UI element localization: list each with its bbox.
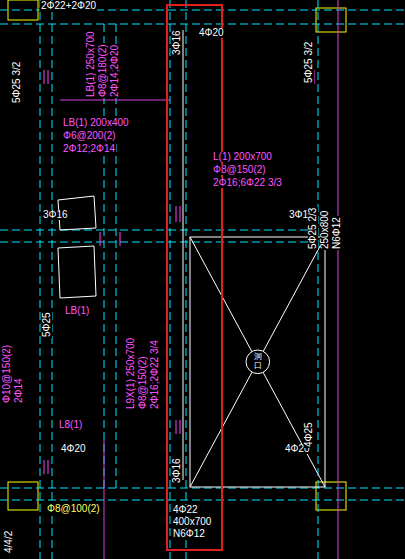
- rebar-annotation: 3Φ16: [172, 29, 182, 56]
- rebar-annotation: LB(1): [64, 306, 90, 316]
- rebar-annotation: Φ8@100(2): [46, 504, 101, 514]
- rebar-annotation: 4Φ25: [304, 421, 314, 448]
- rebar-annotation: 5Φ25 3/2: [304, 41, 314, 84]
- column: [8, 0, 346, 510]
- rebar-annotation: Φ8@180(2): [98, 43, 108, 98]
- rebar-annotation: 2Φ16;2Φ22 3/4: [150, 339, 160, 410]
- rebar-annotation: Φ8@150(2): [138, 355, 148, 410]
- rebar-annotation: 250x800: [320, 210, 330, 250]
- rebar-annotation: 2Φ14: [14, 377, 24, 404]
- rebar-annotation: 4Φ22: [172, 505, 199, 515]
- rebar-annotation: L(1) 200x700: [212, 152, 273, 162]
- highlight-frame: [167, 5, 222, 550]
- rebar-annotation: 5Φ25 3/2: [12, 61, 22, 104]
- rebar-annotation: 400x700: [172, 517, 212, 527]
- rebar-annotation: N6Φ12: [172, 529, 206, 539]
- rebar-annotation: 5Φ25 2/3: [308, 207, 318, 250]
- rebar-annotation: 2Φ22+2Φ20: [40, 1, 97, 11]
- rebar-annotation: 4/4/2: [4, 530, 14, 554]
- rebar-annotation: 5Φ25: [42, 311, 52, 338]
- opening: [58, 30, 325, 487]
- rebar-annotation: 2Φ16;6Φ22 3/3: [212, 178, 283, 188]
- rebar-annotation: Φ10@150(2): [2, 344, 12, 404]
- rebar-annotation: 2Φ14;2Φ20: [110, 44, 120, 98]
- rebar-annotation: LB(1) 250x700: [86, 30, 96, 98]
- rebar-annotation: Φ8@150(2): [212, 165, 267, 175]
- rebar-annotation: Φ6@200(2): [62, 131, 117, 141]
- rebar-annotation: 3Φ16: [172, 457, 182, 484]
- beam-line: [60, 0, 338, 559]
- rebar-annotation: L9X(1) 250x700: [126, 337, 136, 410]
- rebar-annotation: 4Φ20: [60, 444, 87, 454]
- rebar-tick: [44, 70, 314, 474]
- symbol-text: 洞口: [254, 353, 262, 371]
- rebar-annotation: N6Φ12: [332, 216, 342, 250]
- rebar-annotation: 3Φ16: [42, 210, 69, 220]
- opening-symbol: 洞口: [245, 349, 271, 375]
- rebar-annotation: 2Φ12;2Φ14: [62, 144, 116, 154]
- rebar-annotation: 4Φ20: [198, 28, 225, 38]
- rebar-annotation: L8(1): [58, 420, 83, 430]
- rebar-annotation: LB(1) 200x400: [62, 118, 130, 128]
